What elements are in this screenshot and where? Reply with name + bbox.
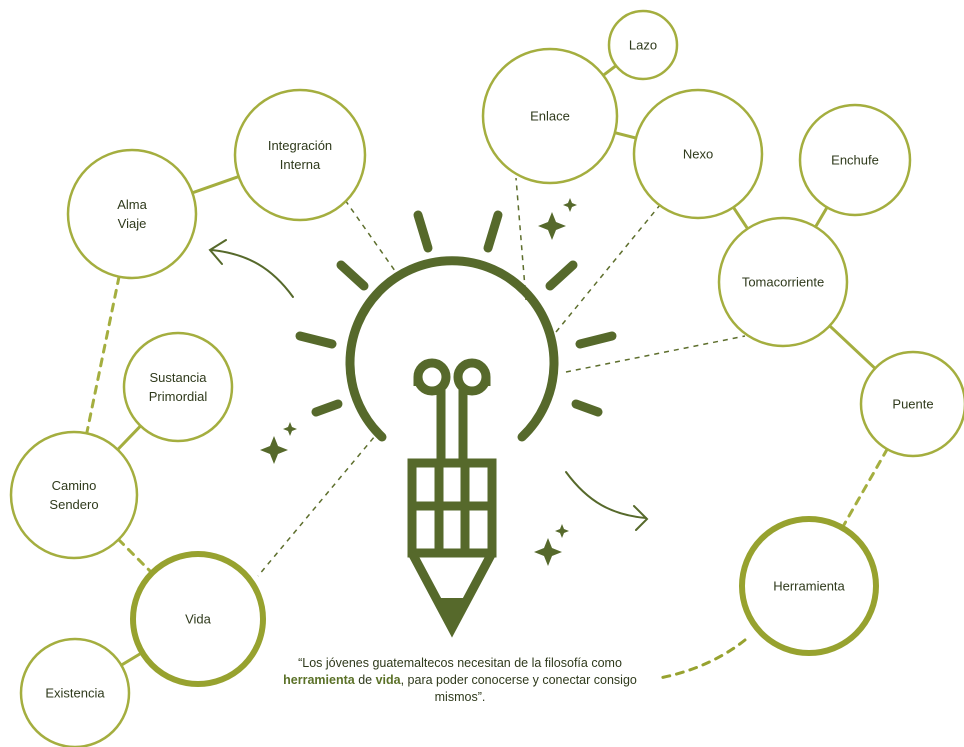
node-circle-integracion [233, 88, 367, 222]
node-label-line: Existencia [45, 685, 105, 701]
ray-7 [571, 399, 603, 417]
node-label-line: Enchufe [831, 152, 879, 168]
node-circle-enchufe [798, 103, 912, 217]
node-label-puente: Puente [892, 395, 933, 414]
curved-arrow-left-icon [208, 239, 294, 298]
node-label-line: Vida [185, 611, 211, 627]
node-label-line: Integración [267, 138, 333, 153]
node-label-line: Sustancia [149, 370, 207, 385]
connector-enchufe-tomacorriente [814, 205, 829, 229]
connector-vida-existencia [119, 651, 144, 667]
ray-5 [575, 331, 617, 349]
lightbulb-rays [295, 210, 617, 417]
node-circle-puente [859, 350, 964, 458]
ray-3 [545, 260, 578, 291]
quote-part1: “Los jóvenes guatemaltecos necesitan de … [298, 656, 622, 670]
connector-tomacorriente-puente [828, 324, 877, 370]
node-label-lazo: Lazo [629, 36, 657, 55]
node-circle-vida [130, 551, 266, 687]
node-label-existencia: Existencia [45, 684, 104, 703]
ray-6 [311, 399, 343, 417]
quote-bold-herramienta: herramienta [283, 673, 355, 687]
dashed-ray-4 [257, 429, 381, 577]
connector-sustancia-camino [116, 424, 143, 452]
node-label-line: Nexo [682, 146, 714, 162]
node-circles [9, 9, 964, 747]
node-label-tomacorriente: Tomacorriente [742, 273, 824, 292]
node-label-line: Puente [892, 396, 934, 412]
quote-text: “Los jóvenes guatemaltecos necesitan de … [270, 655, 650, 706]
dashed-ray-0 [344, 199, 401, 279]
quote-bold-vida: vida [375, 673, 401, 687]
ray-2 [336, 260, 369, 291]
quote-part3: , para poder conocerse y conectar consig… [400, 673, 637, 704]
connector-nexo-tomacorriente [731, 205, 750, 231]
node-circle-nexo [632, 88, 764, 220]
node-label-line: Camino [51, 478, 97, 493]
connector-puente-herramienta [840, 447, 889, 530]
node-label-line: Enlace [530, 108, 570, 124]
connector-lazo-enlace [601, 64, 618, 77]
node-connections [85, 64, 889, 680]
node-label-line: Herramienta [773, 578, 845, 594]
node-label-enlace: Enlace [530, 107, 570, 126]
node-label-line: Lazo [628, 37, 658, 53]
connector-integracion-alma [190, 175, 241, 195]
node-label-line: Viaje [117, 216, 147, 231]
connector-alma-camino [85, 275, 121, 435]
node-circle-camino [9, 430, 139, 560]
dashed-ray-2 [555, 204, 661, 333]
node-label-line: Interna [279, 157, 321, 172]
connector-camino-vida [117, 538, 154, 575]
node-label-enchufe: Enchufe [831, 151, 879, 170]
curved-arrow-right-icon [565, 471, 649, 531]
node-circle-lazo [607, 9, 679, 81]
sparkle-icon [538, 198, 577, 240]
sparkle-icon [260, 422, 297, 464]
node-circle-alma [66, 148, 198, 280]
node-circle-sustancia [122, 331, 234, 443]
connector-herramienta-quote [658, 638, 747, 680]
quote-part2: de [354, 673, 376, 687]
node-label-line: Alma [117, 197, 147, 212]
ray-0 [413, 210, 433, 253]
ray-4 [295, 331, 337, 349]
node-circle-existencia [19, 637, 131, 747]
connector-enlace-nexo [613, 131, 638, 140]
dashed-ray-1 [515, 177, 527, 301]
node-circle-enlace [481, 47, 619, 185]
node-label-line: Primordial [148, 389, 208, 404]
node-label-line: Sendero [49, 497, 99, 512]
sparkle-icon [534, 524, 569, 566]
node-label-line: Tomacorriente [741, 274, 825, 290]
bulb-dashed-rays [257, 177, 746, 577]
node-label-vida: Vida [185, 610, 211, 629]
pencil-tip-icon [437, 598, 467, 630]
node-circle-tomacorriente [717, 216, 849, 348]
node-label-herramienta: Herramienta [773, 577, 845, 596]
lightbulb-pencil-icon [345, 256, 559, 638]
node-label-nexo: Nexo [683, 145, 713, 164]
dashed-ray-3 [565, 335, 746, 373]
ray-1 [483, 210, 503, 253]
node-circle-herramienta [739, 516, 879, 656]
